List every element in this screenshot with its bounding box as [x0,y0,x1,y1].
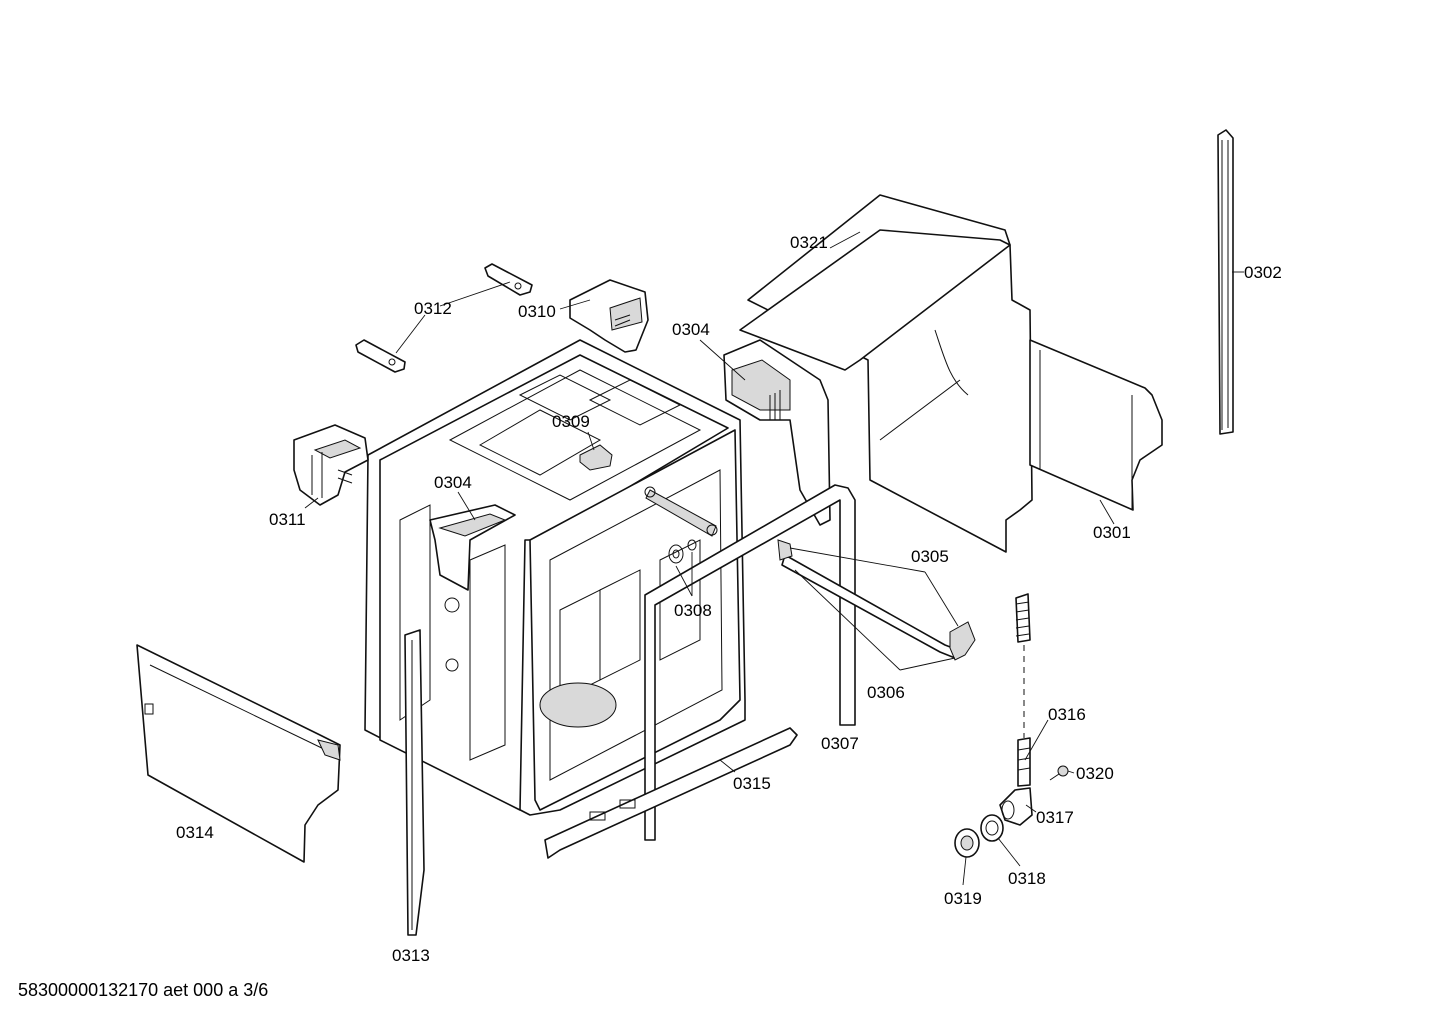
label-0301: 0301 [1093,523,1131,542]
part-0320-screw [1049,765,1069,781]
label-0318: 0318 [1008,869,1046,888]
part-0310-junction-box [569,279,649,353]
label-0305: 0305 [911,547,949,566]
part-0304-right-bracket [723,339,831,526]
part-0312-clips [355,263,533,373]
part-0317-elbow [999,787,1033,826]
part-0304-left-bracket [429,504,516,591]
document-id: 58300000132170 aet 000 a 3/6 [18,980,269,1000]
label-0313: 0313 [392,946,430,965]
part-0313-vertical-strip [404,629,425,936]
label-0317: 0317 [1036,808,1074,827]
label-0320: 0320 [1076,764,1114,783]
part-0309-clip [579,444,613,471]
part-0301-side-panel [1029,339,1163,511]
label-0306: 0306 [867,683,905,702]
part-0316-drain-hose [1015,593,1031,787]
part-0315-bottom-rail [544,727,798,859]
part-0302-side-strip [1217,129,1234,435]
label-0319: 0319 [944,889,982,908]
label-0308: 0308 [674,601,712,620]
label-0312: 0312 [414,299,452,318]
label-0304-left: 0304 [434,473,472,492]
label-0316: 0316 [1048,705,1086,724]
label-0304-right: 0304 [672,320,710,339]
leader-lines [304,231,1244,886]
part-0319-cap [954,828,980,858]
label-0310: 0310 [518,302,556,321]
label-0307: 0307 [821,734,859,753]
label-0314: 0314 [176,823,214,842]
part-0311-junction-box [293,424,369,506]
part-0318-ring [980,814,1004,842]
part-0314-front-panel [136,644,341,863]
part-0307-door-seal [644,484,856,841]
label-0321: 0321 [790,233,828,252]
label-0309: 0309 [552,412,590,431]
part-0321-cover-panel [739,194,1033,553]
label-0302: 0302 [1244,263,1282,282]
callout-labels: 0301 0302 0304 0304 0305 0306 0307 0308 … [176,233,1282,965]
label-0315: 0315 [733,774,771,793]
label-0311: 0311 [269,510,306,529]
